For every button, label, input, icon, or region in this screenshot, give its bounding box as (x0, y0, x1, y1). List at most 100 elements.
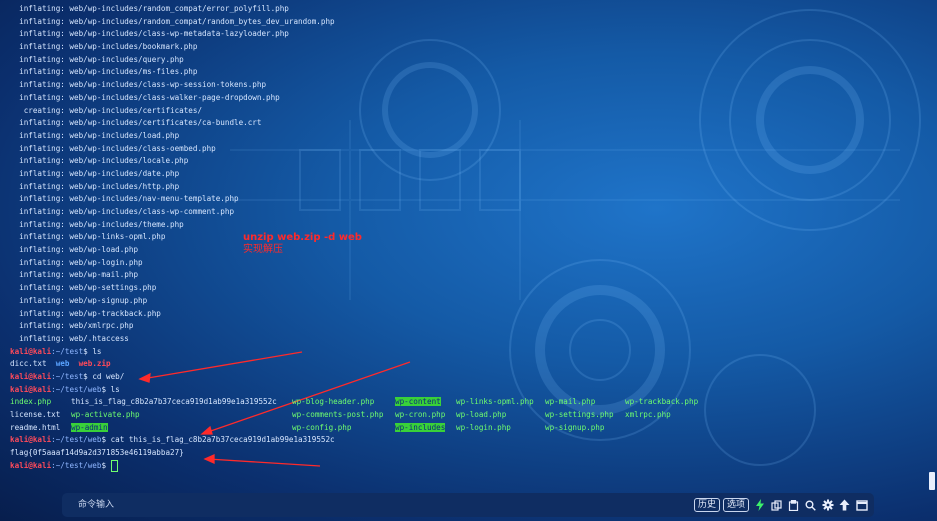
terminal-cursor (110, 459, 118, 472)
upload-icon[interactable] (838, 499, 851, 512)
list-cell: wp-content (395, 396, 456, 409)
command-text: $ cat this_is_flag_c8b2a7b37ceca919d1ab9… (101, 435, 335, 445)
prompt-path: :~/test (51, 371, 84, 381)
list-cell: wp-signup.php (545, 422, 625, 435)
file-entry: wp-signup.php (545, 422, 605, 432)
copy-icon[interactable] (770, 499, 783, 512)
prompt-path: :~/test (51, 346, 84, 356)
annotation-note: 实现解压 (243, 244, 283, 255)
prompt-user: kali@kali (10, 460, 52, 470)
file-entry: this_is_flag_c8b2a7b37ceca919d1ab99e1a31… (71, 397, 277, 407)
scrollbar-thumb[interactable] (929, 472, 935, 490)
list-cell: this_is_flag_c8b2a7b37ceca919d1ab99e1a31… (71, 396, 292, 409)
window-icon[interactable] (855, 499, 868, 512)
prompt-user: kali@kali (10, 384, 52, 394)
output-line: inflating: web/wp-mail.php (10, 270, 139, 280)
output-line: inflating: web/wp-includes/certificates/… (10, 118, 262, 128)
output-line: inflating: web/wp-includes/theme.php (10, 219, 184, 229)
prompt-path: :~/test/web (51, 435, 102, 445)
file-entry: wp-links-opml.php (456, 397, 534, 407)
list-cell: xmlrpc.php (625, 409, 703, 422)
output-line: inflating: web/wp-includes/date.php (10, 168, 180, 178)
prompt-user: kali@kali (10, 346, 52, 356)
prompt-line: kali@kali:~/test$ ls (10, 346, 920, 359)
command-input[interactable] (76, 499, 691, 511)
file-entry: wp-login.php (456, 422, 511, 432)
output-line: inflating: web/wp-includes/random_compat… (10, 4, 289, 13)
prompt-line: kali@kali:~/test/web$ (10, 459, 920, 473)
search-icon[interactable] (804, 499, 817, 512)
prompt-path: :~/test/web (51, 460, 102, 470)
paste-icon[interactable] (787, 499, 800, 512)
command-text: $ ls (101, 384, 120, 394)
list-cell (625, 422, 703, 435)
list-cell: wp-links-opml.php (456, 396, 545, 409)
file-entry: wp-load.php (456, 410, 507, 420)
command-text: $ cd web/ (83, 371, 125, 381)
output-line: inflating: web/wp-includes/bookmark.php (10, 42, 198, 52)
file-entry: dicc.txt (10, 359, 47, 369)
list-cell: readme.html (10, 422, 71, 435)
file-entry: wp-activate.php (71, 410, 140, 420)
output-line: inflating: web/wp-includes/class-wp-sess… (10, 80, 267, 90)
output-line: inflating: web/wp-includes/ms-files.php (10, 67, 198, 77)
prompt-line: kali@kali:~/test/web$ cat this_is_flag_c… (10, 434, 920, 447)
file-entry: wp-admin (71, 422, 108, 432)
output-line: inflating: web/wp-signup.php (10, 295, 148, 305)
file-entry: license.txt (10, 410, 61, 420)
archive-entry: web.zip (78, 359, 111, 369)
gear-icon[interactable] (821, 499, 834, 512)
file-entry: wp-mail.php (545, 397, 596, 407)
output-line: inflating: web/wp-includes/query.php (10, 54, 184, 64)
output-line: inflating: web/wp-includes/nav-menu-temp… (10, 194, 239, 204)
ls-listing: index.php this_is_flag_c8b2a7b37ceca919d1… (10, 396, 920, 434)
file-entry: wp-content (395, 397, 441, 407)
command-text: $ ls (83, 346, 102, 356)
flag-output: flag{0f5aaaf14d9a2d371853e46119abba27} (10, 448, 184, 458)
output-line: inflating: web/wp-includes/random_compat… (10, 16, 335, 26)
terminal-output: inflating: web/wp-includes/random_compat… (10, 4, 920, 473)
output-line: inflating: web/wp-includes/load.php (10, 130, 180, 140)
output-line: inflating: web/wp-login.php (10, 257, 143, 267)
output-line: inflating: web/.htaccess (10, 333, 129, 343)
output-line: inflating: web/wp-load.php (10, 245, 139, 255)
list-cell: wp-config.php (292, 422, 395, 435)
file-entry: xmlrpc.php (625, 410, 671, 420)
list-cell: wp-includes (395, 422, 456, 435)
file-entry: readme.html (10, 422, 61, 432)
file-entry: wp-cron.php (395, 410, 446, 420)
file-entry: wp-blog-header.php (292, 397, 375, 407)
output-line: inflating: web/wp-includes/locale.php (10, 156, 189, 166)
output-line: inflating: web/wp-includes/class-oembed.… (10, 143, 216, 153)
annotation-command: unzip web.zip -d web (243, 232, 362, 243)
list-cell: wp-settings.php (545, 409, 625, 422)
output-line: inflating: web/wp-links-opml.php (10, 232, 166, 242)
unzip-annotation: unzip web.zip -d web 实现解压 (243, 232, 362, 256)
command-bar: 历史 选项 (62, 493, 874, 517)
output-line: inflating: web/wp-includes/class-walker-… (10, 92, 280, 102)
output-line: inflating: web/wp-trackback.php (10, 308, 161, 318)
list-cell: license.txt (10, 409, 71, 422)
list-cell: wp-mail.php (545, 396, 625, 409)
command-text: $ (101, 460, 111, 470)
file-entry: index.php (10, 397, 52, 407)
file-entry: wp-comments-post.php (292, 410, 384, 420)
prompt-line: kali@kali:~/test$ cd web/ (10, 371, 920, 384)
list-cell: wp-cron.php (395, 409, 456, 422)
options-button[interactable]: 选项 (722, 498, 749, 512)
output-line: creating: web/wp-includes/certificates/ (10, 105, 203, 115)
file-entry: wp-config.php (292, 422, 352, 432)
history-button[interactable]: 历史 (693, 498, 720, 512)
file-entry: wp-trackback.php (625, 397, 699, 407)
directory-entry: web (55, 359, 70, 369)
output-line: inflating: web/wp-includes/class-wp-meta… (10, 29, 289, 39)
output-line: inflating: web/wp-settings.php (10, 283, 157, 293)
output-line: inflating: web/wp-includes/http.php (10, 181, 180, 191)
lightning-icon[interactable] (753, 499, 766, 512)
list-cell: wp-trackback.php (625, 396, 703, 409)
prompt-user: kali@kali (10, 435, 52, 445)
list-cell: wp-activate.php (71, 409, 292, 422)
file-entry: wp-settings.php (545, 410, 614, 420)
list-cell: index.php (10, 396, 71, 409)
list-cell: wp-blog-header.php (292, 396, 395, 409)
